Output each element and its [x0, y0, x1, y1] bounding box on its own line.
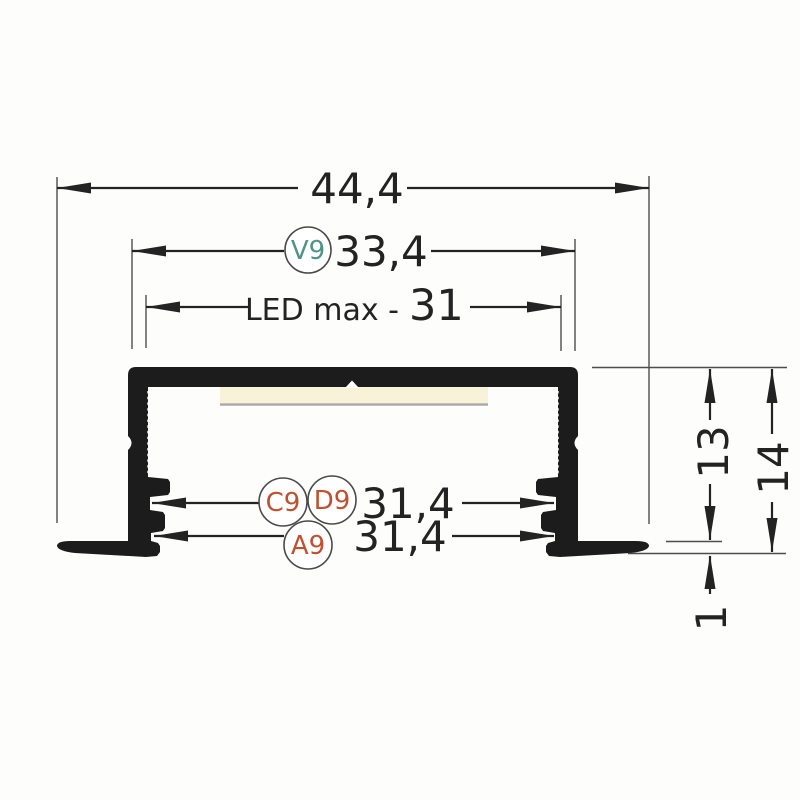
- badge-a9-circle: [283, 520, 333, 570]
- center-mark-notch: [345, 380, 359, 388]
- dim-ledmax-value: 31: [409, 281, 464, 331]
- arrowhead-right-icon: [520, 497, 554, 509]
- badge-v9-circle: [284, 226, 332, 274]
- arrowhead-up-icon: [704, 555, 716, 589]
- badge-c9-label: C9: [266, 488, 301, 518]
- arrowhead-down-icon: [704, 506, 716, 540]
- arrowhead-up-icon: [766, 369, 778, 403]
- dim-clip-bottom-value: 31,4: [353, 512, 447, 561]
- badge-d9-label: D9: [314, 486, 351, 516]
- badge-c9-circle: [258, 477, 308, 527]
- badge-a9-label: A9: [291, 531, 325, 561]
- arrowhead-right-icon: [520, 530, 554, 542]
- arrowhead-right-icon: [541, 245, 575, 257]
- arrowhead-right-icon: [527, 301, 561, 313]
- arrowhead-left-icon: [154, 530, 188, 542]
- dim-height-value: 14: [749, 441, 798, 494]
- arrowhead-left-icon: [57, 182, 91, 194]
- arrowhead-left-icon: [152, 497, 186, 509]
- arrowhead-right-icon: [615, 182, 649, 194]
- dim-depth-value: 13: [689, 425, 738, 478]
- dim-flange-value: 1: [687, 605, 736, 632]
- arrowhead-up-icon: [704, 369, 716, 403]
- dim-overall-width-value: 44,4: [310, 164, 404, 213]
- arrowhead-down-icon: [766, 518, 778, 552]
- dim-ledmax-label: LED max -: [245, 293, 399, 328]
- badge-d9-circle: [307, 475, 357, 525]
- dim-clip-top-value: 31,4: [361, 479, 455, 528]
- dim-inner-width-value: 33,4: [334, 227, 428, 276]
- led-diffuser-plate: [220, 387, 488, 405]
- badge-v9-label: V9: [291, 236, 325, 266]
- arrowhead-left-icon: [132, 245, 166, 257]
- arrowhead-left-icon: [146, 301, 180, 313]
